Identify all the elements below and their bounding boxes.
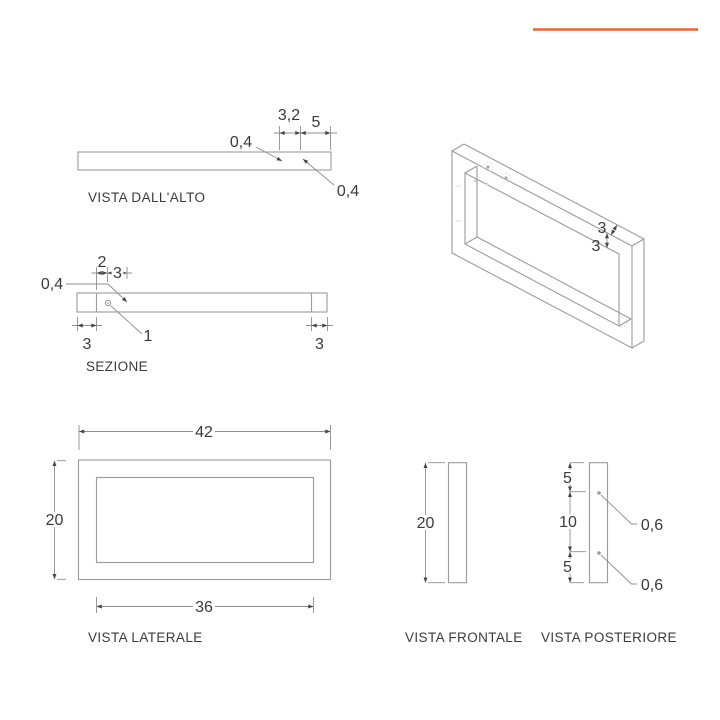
rear-view-dimension-lines [568,462,637,585]
rear-dim-top: 5 [563,470,572,487]
perspective-texts: 3 3 [592,220,607,255]
front-view-rect [447,462,468,584]
side-view-texts: 42 20 36 VISTA LATERALE [46,424,213,645]
section-texts: 2 3 0,4 1 3 3 SEZIONE [41,254,324,374]
top-view-texts: 3,2 5 0,4 0,4 VISTA DALL'ALTO [88,107,359,205]
section-bar [76,292,328,313]
top-view-bar [77,151,332,171]
top-dim-hole-upper: 0,4 [230,134,252,151]
section-bar-outline [76,292,328,313]
side-view-inner-rect [95,476,315,564]
front-view: 20 VISTA FRONTALE [405,462,523,645]
section-view: 2 3 0,4 1 3 3 SEZIONE [41,254,333,374]
front-view-label: VISTA FRONTALE [405,630,523,645]
section-dim-thickness: 0,4 [41,276,63,293]
section-dimension-lines [66,267,333,335]
top-view-label: VISTA DALL'ALTO [88,190,205,205]
rear-view-rect [588,462,609,584]
top-dim-hole-spacing: 3,2 [278,107,300,124]
perspective-hole-1 [486,165,490,169]
side-view-dimension-lines [52,425,331,613]
rear-dim-mid: 10 [559,514,577,531]
rear-view-outline [588,462,609,584]
top-view-bar-outline [77,151,332,171]
top-view: 3,2 5 0,4 0,4 VISTA DALL'ALTO [77,107,359,205]
rear-dim-hole-lower: 0,6 [641,577,663,594]
rear-hole-lower [597,551,601,555]
section-dim-end-left: 3 [83,336,92,353]
section-dim-offset: 2 [98,254,107,271]
rear-view-label: VISTA POSTERIORE [541,630,677,645]
side-view-label: VISTA LATERALE [88,630,203,645]
perspective-dim-depth: 3 [598,220,607,237]
top-dim-hole-lower: 0,4 [337,183,359,200]
section-dim-end-right: 3 [315,336,324,353]
perspective-dim-profile: 3 [592,238,601,255]
section-hole [104,299,112,307]
section-dim-inset: 3 [113,265,122,282]
perspective-hole-2 [504,176,508,180]
rear-hole-upper [597,491,601,495]
rear-dim-bottom: 5 [563,559,572,576]
front-view-texts: 20 VISTA FRONTALE [405,515,523,645]
front-view-outline [447,462,468,584]
rear-dim-hole-upper: 0,6 [641,517,663,534]
perspective-dimension-lines [605,224,618,248]
perspective-frame-outline [451,143,645,349]
rear-view: 5 10 5 0,6 0,6 VISTA POSTERIORE [541,462,677,645]
front-dim-height: 20 [417,515,435,532]
side-dim-height: 20 [46,512,64,529]
perspective-holes [455,162,628,328]
section-view-label: SEZIONE [86,359,148,374]
section-callout-hole: 1 [144,328,153,345]
side-view: 42 20 36 VISTA LATERALE [44,424,332,645]
top-view-dimension-lines [255,126,337,186]
rear-view-texts: 5 10 5 0,6 0,6 VISTA POSTERIORE [541,470,677,645]
side-view-outer-rect [77,459,332,581]
top-dim-end-offset: 5 [312,114,321,131]
perspective-view: 3 3 [451,143,645,349]
side-dim-inner-width: 36 [195,599,213,616]
side-view-outline [77,459,332,581]
side-dim-outer-width: 42 [195,424,213,441]
